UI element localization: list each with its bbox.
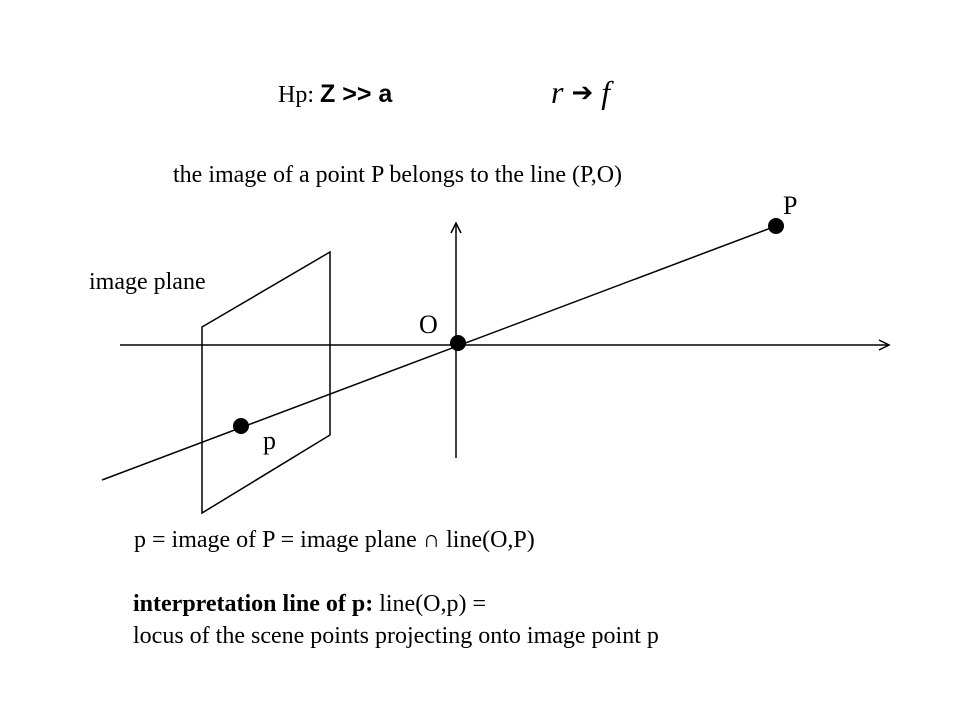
- vertical-axis-arrowhead: [450, 221, 462, 234]
- definition-text: p = image of P = image plane ∩ line(O,P): [134, 527, 535, 553]
- projection-line: [101, 225, 777, 481]
- interpretation-line-2: locus of the scene points projecting ont…: [133, 623, 659, 649]
- limit-from: r: [551, 74, 564, 110]
- horizontal-axis-arrowhead: [878, 339, 891, 351]
- scene-point-P: [768, 218, 784, 234]
- interpretation-rhs: line(O,p) =: [379, 591, 487, 617]
- label-image-point: p: [263, 426, 276, 455]
- interpretation-block: interpretation line of p: line(O,p) = lo…: [133, 588, 659, 652]
- hypothesis: Hp: Z >> a: [278, 80, 393, 108]
- hypothesis-prefix: Hp:: [278, 82, 314, 108]
- statement-text: the image of a point P belongs to the li…: [173, 162, 623, 188]
- image-point-p: [233, 418, 249, 434]
- limit-expression: r➔f: [551, 76, 610, 108]
- label-optical-center: O: [419, 310, 438, 339]
- image-plane: [201, 250, 331, 515]
- optical-center-O: [450, 335, 466, 351]
- right-arrow-icon: ➔: [571, 78, 594, 108]
- interpretation-term: interpretation line of p:: [133, 591, 374, 617]
- limit-to: f: [601, 74, 611, 110]
- interpretation-line-1: interpretation line of p: line(O,p) =: [133, 588, 659, 620]
- hypothesis-condition: Z >> a: [320, 80, 393, 108]
- label-image-plane: image plane: [89, 269, 206, 295]
- label-scene-point: P: [783, 191, 798, 220]
